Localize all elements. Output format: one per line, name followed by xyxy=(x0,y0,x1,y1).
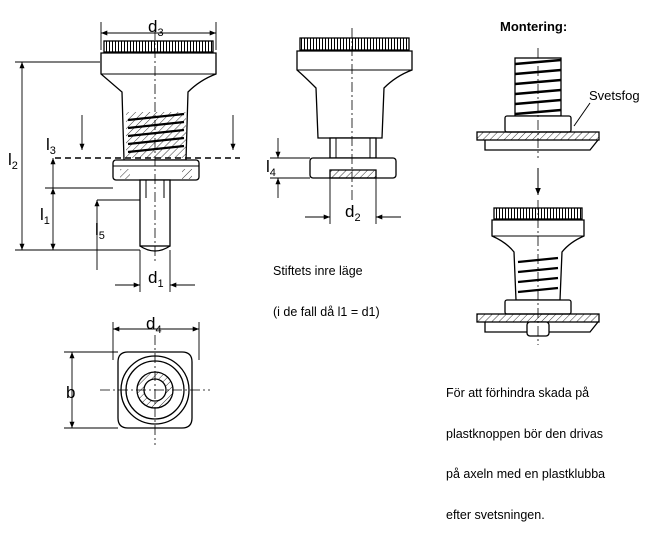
svg-text:l3: l3 xyxy=(46,135,56,157)
side-view-main xyxy=(55,30,240,262)
svg-text:d1: d1 xyxy=(148,268,164,290)
side-view-dimensions xyxy=(15,22,236,292)
svg-text:l4: l4 xyxy=(266,157,276,179)
mounting-note-line-3: på axeln med en plastklubba xyxy=(446,467,606,481)
svg-text:l1: l1 xyxy=(40,205,50,227)
svg-text:l2: l2 xyxy=(8,150,18,172)
svg-text:l5: l5 xyxy=(95,220,105,242)
svg-text:d4: d4 xyxy=(146,314,162,336)
mounting-note-line-1: För att förhindra skada på xyxy=(446,386,590,400)
svg-text:b: b xyxy=(66,383,75,402)
knob-knurl-2 xyxy=(299,37,410,51)
inner-position-line-2: (i de fall då l1 = d1) xyxy=(273,304,380,319)
dim-l4: l4 xyxy=(266,157,276,179)
technical-drawing: d3 l2 l3 l1 l5 d1 l4 d2 xyxy=(8,17,600,445)
mounting-title: Montering: xyxy=(500,19,568,34)
mounting-step-2 xyxy=(476,200,600,345)
inner-position-note: Stiftets inre läge (i de fall då l1 = d1… xyxy=(273,238,380,333)
dim-l2: l2 xyxy=(8,150,18,172)
dim-d4: d4 xyxy=(146,314,162,336)
dim-d3: d3 xyxy=(148,17,164,39)
mounting-step-1 xyxy=(476,48,600,158)
mounting-note-line-2: plastknoppen bör den drivas xyxy=(446,426,604,441)
top-view xyxy=(100,335,210,445)
mounting-note-line-4: efter svetsningen. xyxy=(446,507,545,522)
mounting-note: För att förhindra skada på plastknoppen … xyxy=(446,360,605,536)
svg-text:d2: d2 xyxy=(345,202,361,224)
dim-b: b xyxy=(66,383,75,402)
svg-text:d3: d3 xyxy=(148,17,164,39)
dim-d2: d2 xyxy=(345,202,361,224)
top-view-dimensions xyxy=(64,322,200,429)
inner-view-dimensions xyxy=(270,138,401,224)
dim-d1: d1 xyxy=(148,268,164,290)
dim-l3: l3 xyxy=(46,135,56,157)
dim-l5: l5 xyxy=(95,220,105,242)
side-view-inner-position xyxy=(296,28,413,200)
dim-l1: l1 xyxy=(40,205,50,227)
inner-position-line-1: Stiftets inre läge xyxy=(273,264,363,278)
weld-label: Svetsfog xyxy=(589,88,640,103)
weld-leader xyxy=(573,102,591,127)
knob-knurl xyxy=(103,40,214,53)
